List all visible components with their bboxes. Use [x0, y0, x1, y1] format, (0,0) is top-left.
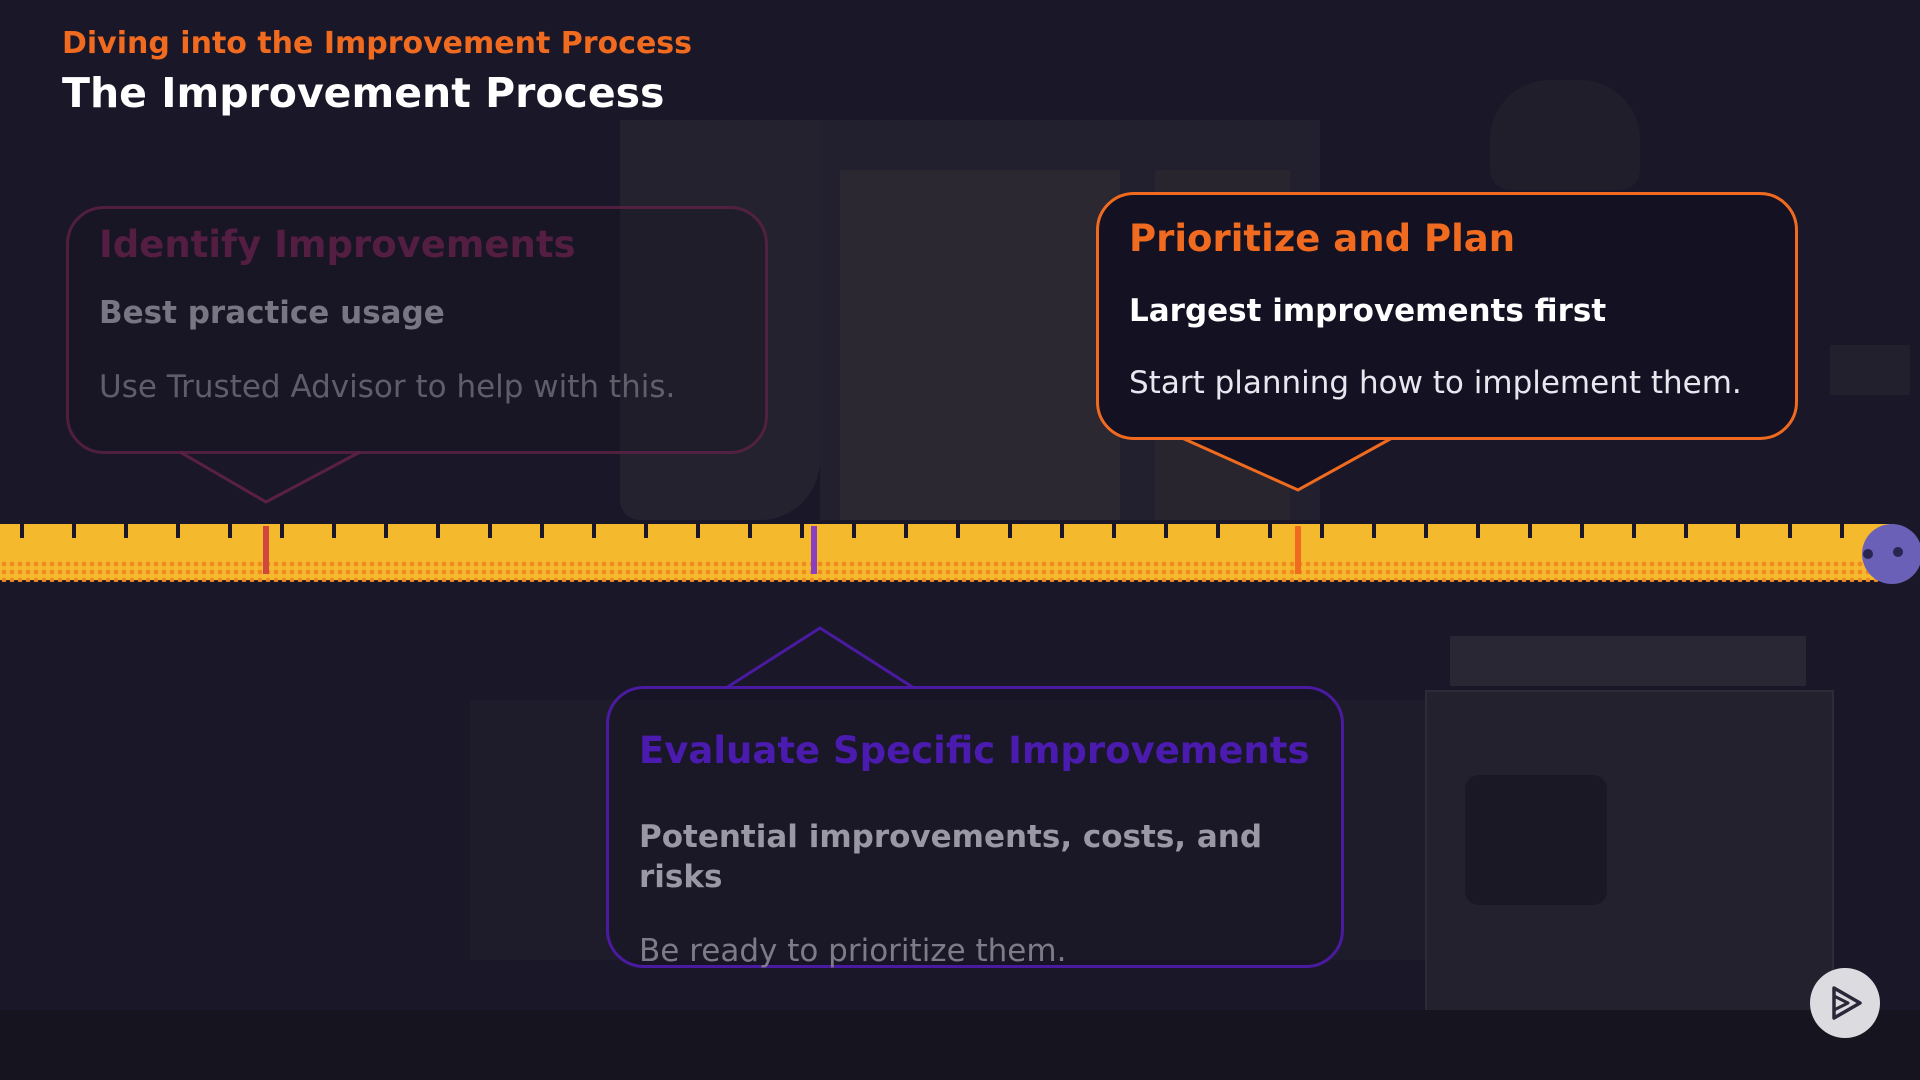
card-identify-improvements: Identify Improvements Best practice usag… [66, 206, 768, 454]
card-subheading: Best practice usage [99, 295, 445, 331]
timeline-ticks [20, 524, 1844, 538]
timeline-tick [540, 524, 544, 538]
marker-prioritize [1295, 526, 1301, 574]
timeline-tick [332, 524, 336, 538]
pointer-prioritize [1181, 436, 1393, 492]
timeline-tick [1840, 524, 1844, 538]
timeline-tick [644, 524, 648, 538]
timeline-tick [176, 524, 180, 538]
character-eye-left [1863, 549, 1873, 559]
card-prioritize-and-plan: Prioritize and Plan Largest improvements… [1096, 192, 1798, 440]
pointer-evaluate [725, 626, 915, 690]
timeline-tick [800, 524, 804, 538]
timeline-tick [852, 524, 856, 538]
shelf [1830, 345, 1910, 395]
hanging-pan [1490, 80, 1640, 190]
oven-door [1465, 775, 1607, 905]
timeline-tick [488, 524, 492, 538]
slide-header: Diving into the Improvement Process The … [62, 24, 692, 120]
timeline-tick [280, 524, 284, 538]
timeline-tick [1580, 524, 1584, 538]
timeline-tick [1008, 524, 1012, 538]
timeline-tick [1424, 524, 1428, 538]
timeline-tick [748, 524, 752, 538]
timeline-tick [1320, 524, 1324, 538]
timeline-tick [72, 524, 76, 538]
timeline-tick [1268, 524, 1272, 538]
card-body: Use Trusted Advisor to help with this. [99, 369, 676, 405]
timeline-tick [228, 524, 232, 538]
timeline-tick [1684, 524, 1688, 538]
page-title: The Improvement Process [62, 69, 665, 117]
timeline-tick [1112, 524, 1116, 538]
timeline-tick [384, 524, 388, 538]
marker-identify [263, 526, 269, 574]
timeline-tick [1632, 524, 1636, 538]
timeline-tick [1372, 524, 1376, 538]
play-logo-icon [1832, 986, 1862, 1020]
timeline-tick [592, 524, 596, 538]
timeline-tick [1060, 524, 1064, 538]
timeline-tick [696, 524, 700, 538]
card-evaluate-specific-improvements: Evaluate Specific Improvements Potential… [606, 686, 1344, 969]
card-subheading: Largest improvements first [1129, 293, 1607, 329]
timeline-tick [124, 524, 128, 538]
section-kicker: Diving into the Improvement Process [62, 26, 693, 61]
card-heading: Evaluate Specific Improvements [639, 729, 1310, 772]
timeline-tick [1528, 524, 1532, 538]
card-heading: Identify Improvements [99, 223, 576, 266]
timeline-tick [1164, 524, 1168, 538]
pointer-identify [179, 450, 361, 504]
stove-top [1450, 636, 1806, 686]
timeline-tick [904, 524, 908, 538]
marker-evaluate [811, 526, 817, 574]
play-button[interactable] [1810, 968, 1880, 1038]
card-subheading: Potential improvements, costs, and risks [639, 819, 1263, 895]
timeline-bar [0, 524, 1920, 584]
timeline-end-character [1862, 524, 1920, 584]
timeline-dot-band [0, 560, 1890, 582]
counter [470, 700, 1430, 960]
timeline-tick [436, 524, 440, 538]
timeline-tick [956, 524, 960, 538]
card-body: Start planning how to implement them. [1129, 365, 1742, 401]
timeline-tick [1476, 524, 1480, 538]
card-body: Be ready to prioritize them. [639, 933, 1067, 969]
timeline-tick [20, 524, 24, 538]
window-pane [840, 170, 1120, 520]
timeline-tick [1788, 524, 1792, 538]
floor-shadow [0, 1010, 1920, 1080]
timeline-tick [1216, 524, 1220, 538]
timeline-tick [1736, 524, 1740, 538]
card-heading: Prioritize and Plan [1129, 217, 1516, 260]
character-eye-right [1893, 547, 1903, 557]
